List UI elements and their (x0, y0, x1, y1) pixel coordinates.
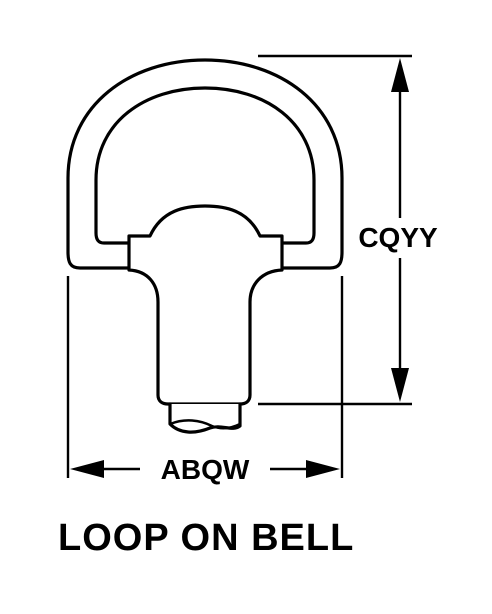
height-arrow-up (391, 58, 409, 92)
height-dimension-label: CQYY (358, 222, 438, 253)
loop-inner-edge (94, 86, 316, 245)
diagram-caption: LOOP ON BELL (58, 517, 355, 559)
broken-stem (168, 402, 242, 434)
break-line (169, 419, 241, 430)
width-dimension: ABQW (66, 276, 344, 485)
bell-head-and-shank (127, 204, 284, 406)
width-arrow-right (306, 460, 340, 478)
width-dimension-label: ABQW (161, 454, 250, 485)
d-loop (66, 58, 344, 270)
height-dimension: CQYY (258, 54, 438, 406)
bell-body (127, 204, 284, 434)
width-arrow-left (70, 460, 104, 478)
height-arrow-down (391, 368, 409, 402)
